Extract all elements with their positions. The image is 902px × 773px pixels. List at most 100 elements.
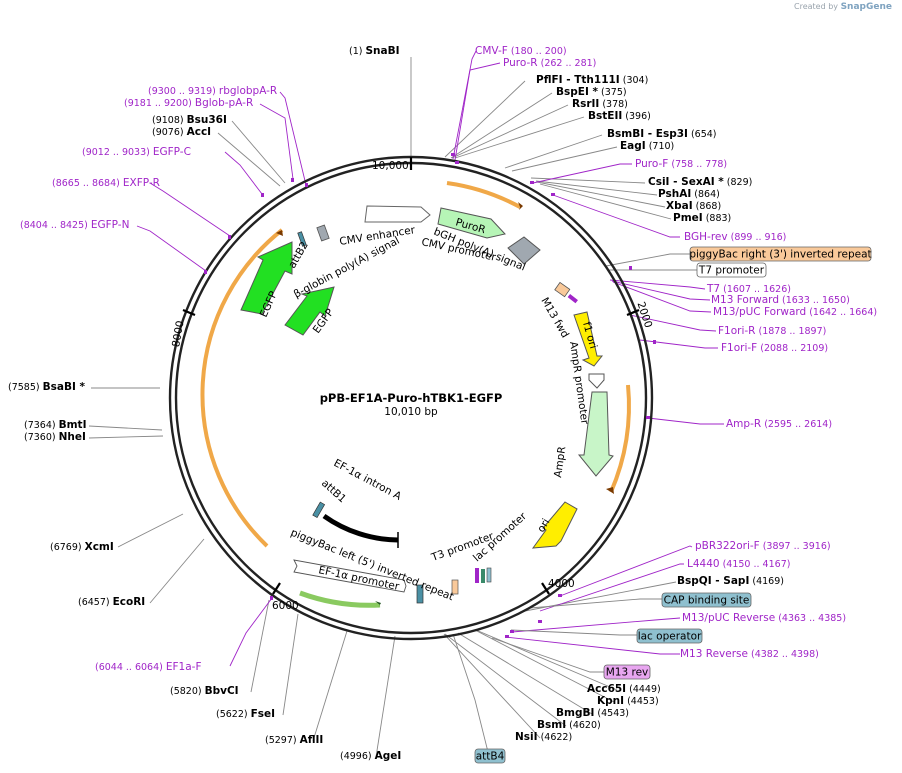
orf-ampr-arc	[609, 384, 631, 493]
label-ori: ori	[535, 517, 552, 535]
primer-label[interactable]: Amp-R (2595 .. 2614)	[726, 418, 832, 430]
tick-label-8000: 8000	[170, 320, 186, 348]
bgh-polya-box	[507, 236, 541, 265]
enzyme-label[interactable]: BmgBI (4543)	[556, 707, 629, 719]
enzyme-label[interactable]: (4996) AgeI	[340, 750, 401, 762]
enzyme-label[interactable]: (6457) EcoRI	[78, 596, 145, 608]
primer-label[interactable]: L4440 (4150 .. 4167)	[687, 558, 790, 570]
watermark-prefix: Created by	[794, 2, 839, 11]
svg-text:lac operator: lac operator	[638, 631, 702, 643]
lac-feature-a	[475, 568, 479, 583]
enzyme-label[interactable]: BspQI - SapI (4169)	[677, 575, 784, 587]
enzyme-label[interactable]: XbaI (868)	[666, 200, 721, 212]
enzyme-label[interactable]: Acc65I (4449)	[587, 683, 661, 695]
enzyme-label[interactable]: PshAI (864)	[658, 188, 720, 200]
tick-label-6000: 6000	[272, 600, 299, 612]
f1-ori-arrow	[573, 311, 604, 367]
enzyme-label[interactable]: (1) SnaBI	[349, 45, 400, 57]
svg-text:T7 promoter: T7 promoter	[698, 265, 765, 277]
enzyme-label[interactable]: PflFI - Tth111I (304)	[536, 74, 648, 86]
egfp-arrow-2	[284, 286, 335, 336]
primer-label[interactable]: T7 (1607 .. 1626)	[706, 283, 791, 295]
enzyme-label[interactable]: CsiI - SexAI * (829)	[648, 176, 752, 188]
orf-egfp-arrowhead	[276, 230, 283, 236]
primer-label[interactable]: F1ori-F (2088 .. 2109)	[721, 342, 828, 354]
boxed-feature-label[interactable]: piggyBac right (3') inverted repeat	[689, 246, 872, 262]
enzyme-label[interactable]: (7364) BmtI	[24, 419, 86, 431]
enzyme-label[interactable]: (5297) AflII	[265, 734, 323, 746]
t3-promoter-box	[451, 579, 459, 595]
orf-egfp-arc	[200, 228, 284, 548]
primer-label[interactable]: M13 Forward (1633 .. 1650)	[711, 294, 850, 306]
primer-label[interactable]: BGH-rev (899 .. 916)	[684, 231, 786, 243]
lac-feature-c	[486, 567, 492, 583]
ampr-promoter-arrow	[588, 373, 605, 389]
cmv-enhancer-arrow	[364, 205, 431, 223]
tick-label-10000: 10,000	[372, 160, 409, 172]
primer-label[interactable]: (8665 .. 8684) EXFP-R	[52, 177, 160, 189]
ampr-arrow	[577, 391, 614, 477]
enzyme-label[interactable]: PmeI (883)	[673, 212, 731, 224]
attb2-box	[297, 231, 307, 247]
primer-label[interactable]: (9012 .. 9033) EGFP-C	[82, 146, 191, 158]
enzyme-label[interactable]: (6769) XcmI	[50, 541, 114, 553]
enzyme-label[interactable]: BsmI (4620)	[537, 719, 601, 731]
attb1-box	[312, 501, 326, 519]
primer-label[interactable]: F1ori-R (1878 .. 1897)	[718, 325, 826, 337]
primer-label[interactable]: pBR322ori-F (3897 .. 3916)	[695, 540, 831, 552]
ef1a-promoter-arc	[299, 590, 381, 608]
orf-ampr-arrowhead	[606, 487, 614, 494]
lac-feature-b	[481, 569, 485, 583]
boxed-feature-label[interactable]: CAP binding site	[661, 592, 752, 608]
enzyme-label[interactable]: (5820) BbvCI	[170, 685, 239, 697]
primer-label[interactable]: (6044 .. 6064) EF1a-F	[95, 661, 202, 673]
svg-text:CAP binding site: CAP binding site	[664, 595, 750, 607]
label-ampr: AmpR	[552, 446, 568, 479]
boxed-feature-label[interactable]: M13 rev	[603, 664, 651, 680]
primer-label[interactable]: Puro-F (758 .. 778)	[635, 158, 727, 170]
ori-arrow	[531, 501, 578, 549]
ef1a-intron-arc	[322, 513, 399, 543]
enzyme-label[interactable]: RsrII (378)	[572, 98, 628, 110]
primer-label[interactable]: Puro-R (262 .. 281)	[503, 57, 596, 69]
boxed-feature-label[interactable]: T7 promoter	[696, 262, 767, 278]
primer-label[interactable]: (9181 .. 9200) Bglob-pA-R	[124, 97, 253, 109]
primer-label[interactable]: (9300 .. 9319) rbglobpA-R	[148, 85, 277, 97]
enzyme-label[interactable]: (9108) Bsu36I	[152, 114, 227, 126]
enzyme-label[interactable]: (5622) FseI	[216, 708, 275, 720]
tick-8000	[182, 308, 196, 317]
enzyme-label[interactable]: NsiI (4622)	[515, 731, 572, 743]
primer-label[interactable]: CMV-F (180 .. 200)	[475, 45, 567, 57]
enzyme-label[interactable]: BsmBI - Esp3I (654)	[607, 128, 717, 140]
beta-globin-polya-box	[316, 224, 330, 242]
primer-label[interactable]: M13/pUC Forward (1642 .. 1664)	[713, 306, 877, 318]
enzyme-label[interactable]: (7585) BsaBI *	[8, 381, 86, 393]
tick-label-4000: 4000	[548, 578, 575, 590]
piggybac-left-arrow	[293, 559, 407, 593]
boxed-feature-label[interactable]: lac operator	[636, 628, 703, 644]
orf-puro-arc	[446, 181, 521, 209]
label-m13-fwd: M13 fwd	[538, 296, 571, 341]
enzyme-label[interactable]: EagI (710)	[620, 140, 674, 152]
tick-2000	[626, 308, 640, 317]
piggybac-right-box	[554, 281, 571, 298]
enzyme-label[interactable]: BspEI * (375)	[556, 86, 627, 98]
enzyme-label[interactable]: BstEII (396)	[588, 110, 651, 122]
ef1a-promoter-arrowhead	[375, 601, 381, 608]
primer-label[interactable]: M13 Reverse (4382 .. 4398)	[680, 648, 819, 660]
plasmid-name: pPB-EF1A-Puro-hTBK1-EGFP	[320, 391, 503, 405]
tick-4000	[541, 582, 550, 595]
orf-puro-arrowhead	[518, 202, 523, 210]
enzyme-label[interactable]: (7360) NheI	[24, 431, 86, 443]
svg-text:M13 rev: M13 rev	[606, 667, 649, 679]
enzyme-label[interactable]: (9076) AccI	[152, 126, 211, 138]
svg-text:attB4: attB4	[476, 751, 505, 763]
egfp-arrow-1	[240, 241, 293, 315]
m13-fwd-box	[567, 293, 578, 304]
primer-label[interactable]: M13/pUC Reverse (4363 .. 4385)	[682, 612, 846, 624]
svg-text:piggyBac right (3') inverted r: piggyBac right (3') inverted repeat	[689, 249, 871, 261]
enzyme-label[interactable]: KpnI (4453)	[597, 695, 659, 707]
primer-label[interactable]: (8404 .. 8425) EGFP-N	[20, 219, 129, 231]
boxed-feature-label[interactable]: attB4	[474, 748, 506, 764]
